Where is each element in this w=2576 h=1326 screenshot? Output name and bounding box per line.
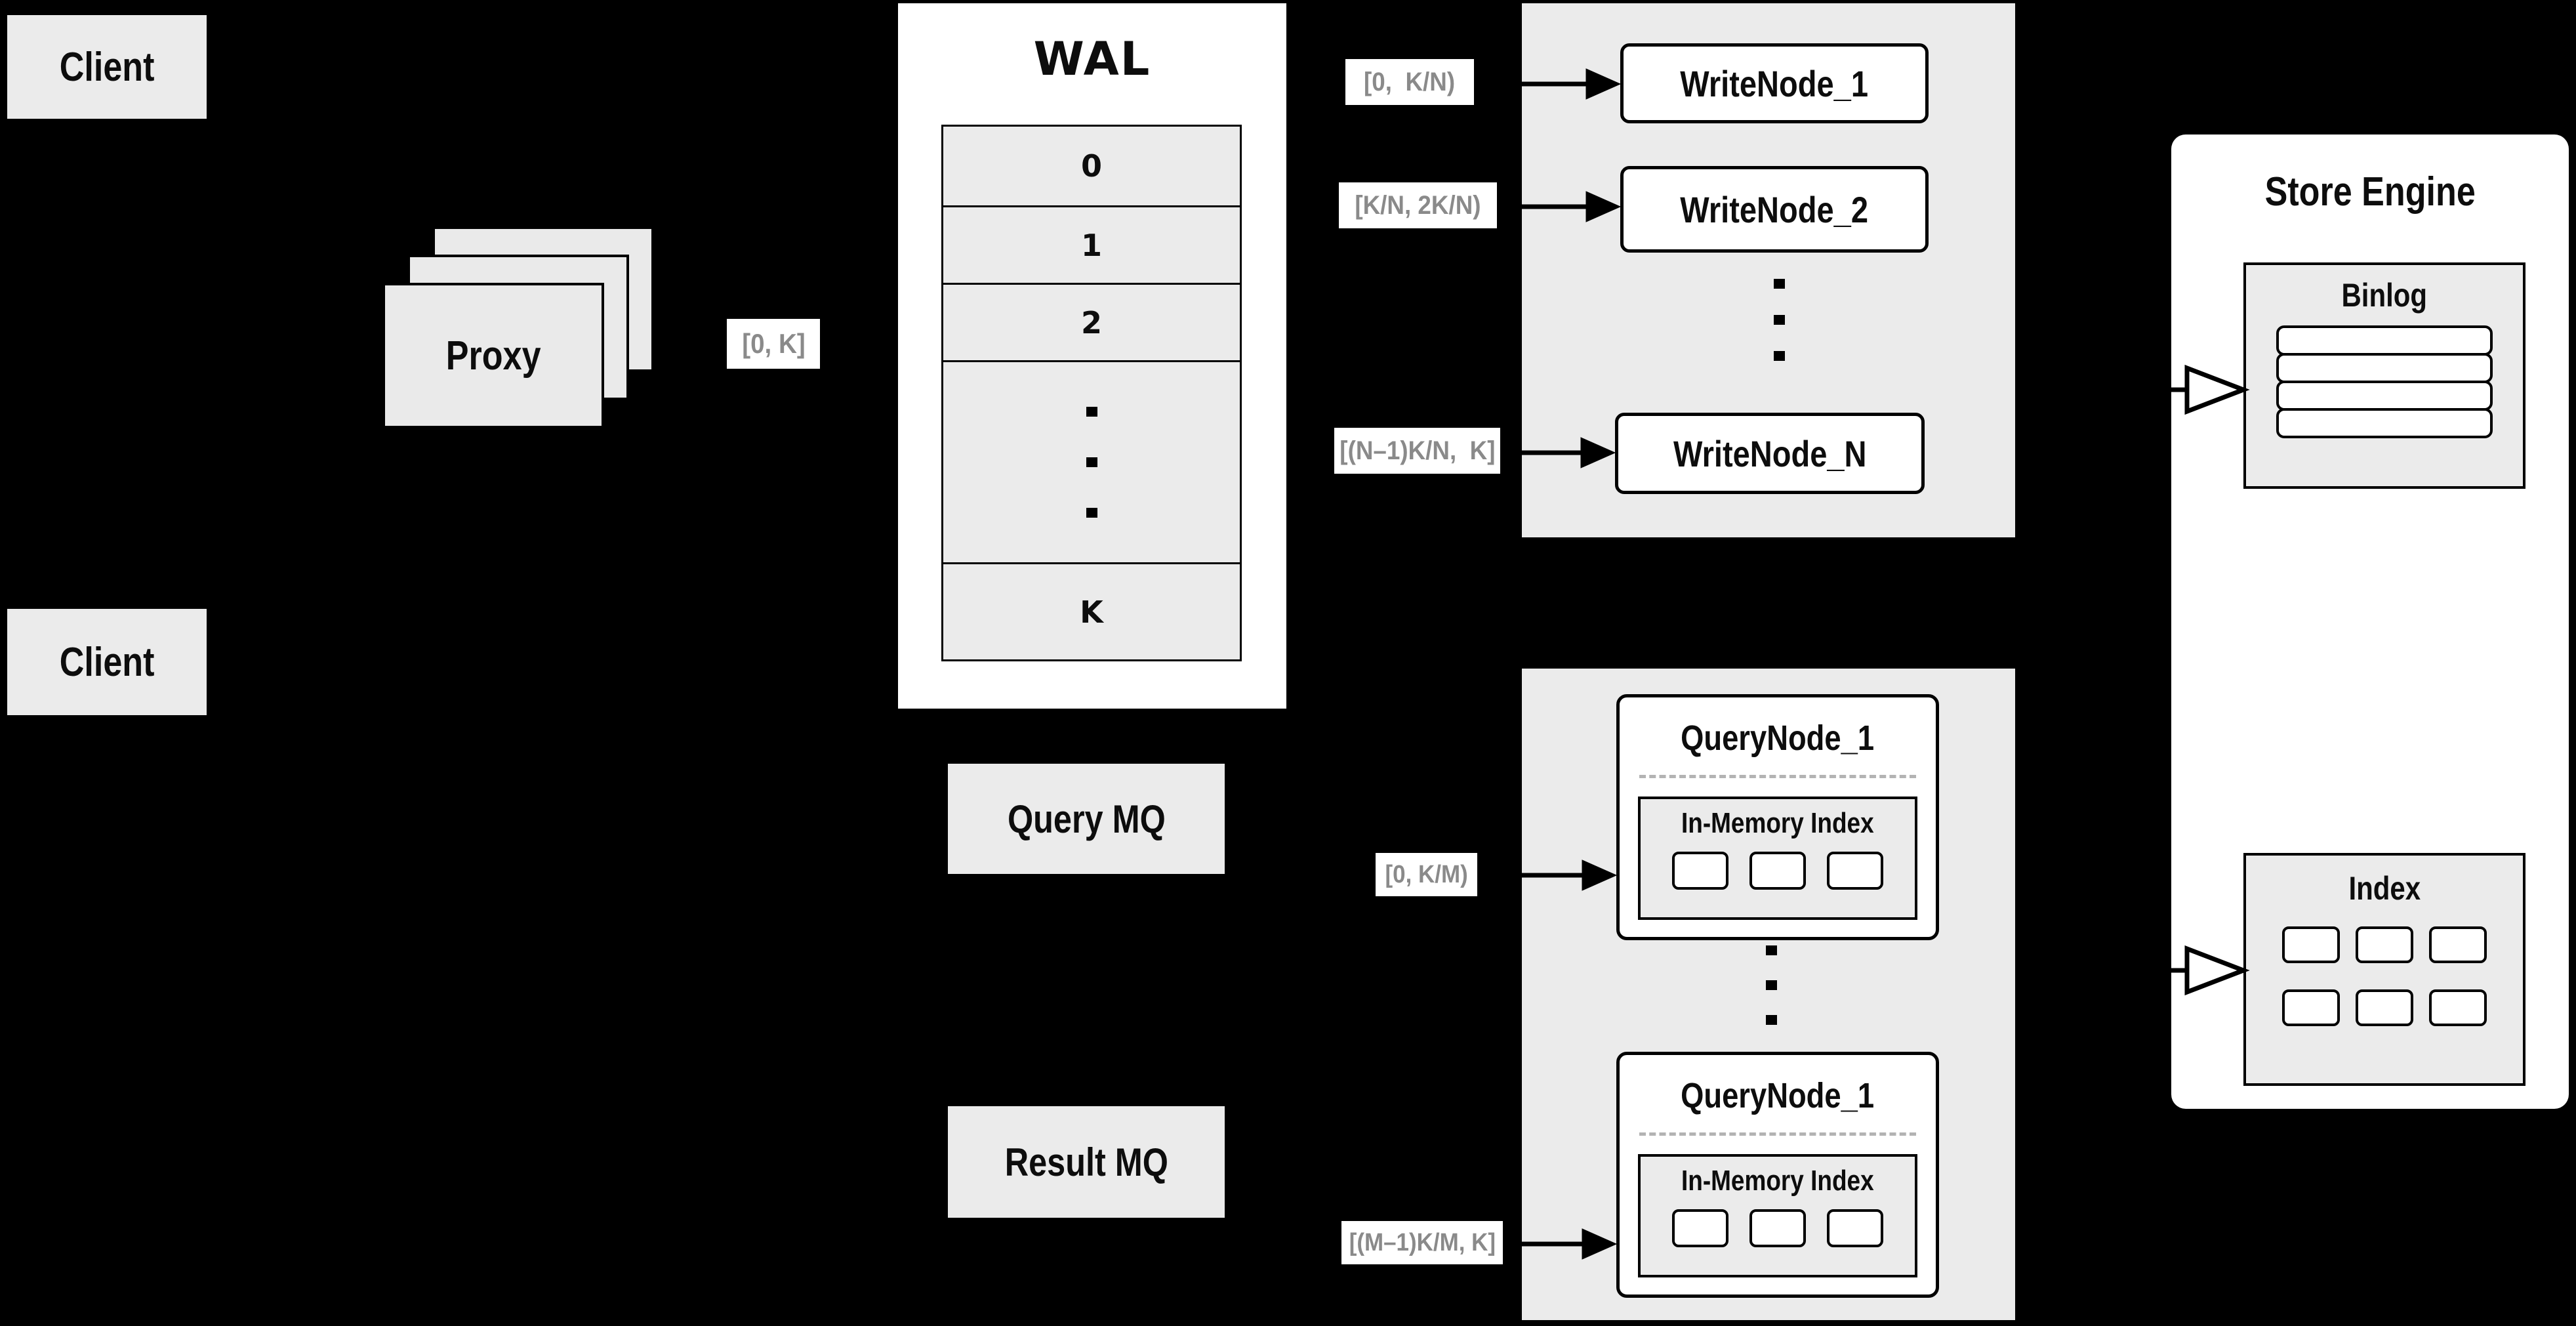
write-node-n: WriteNode_N [1615,413,1925,494]
index-cell [2282,926,2340,963]
store-engine-title: Store Engine [2264,169,2476,215]
wal-row-2: 2 [941,283,1242,360]
dashed-divider [1639,775,1916,778]
wal-title: WAL [1033,32,1151,86]
query-node-bottom-title: QueryNode_1 [1681,1076,1875,1115]
range-label-query-m: [(M–1)K/M, K] [1341,1221,1503,1264]
in-memory-index-bottom: In-Memory Index [1638,1154,1917,1277]
index-cell [1749,1209,1806,1247]
index-cells [1672,852,1883,890]
wal-row-ellipsis [941,360,1242,562]
client-bottom-label: Client [59,639,155,685]
index-cell [2356,989,2413,1026]
binlog-title: Binlog [2341,277,2428,314]
query-node-top-title: QueryNode_1 [1681,718,1875,758]
index-cell [1827,1209,1883,1247]
dashed-divider [1639,1132,1916,1136]
index-grid [2246,926,2523,1026]
store-engine-panel: Store Engine Binlog Index [2171,135,2569,1109]
range-label-write-2: [K/N, 2K/N) [1339,182,1497,228]
in-memory-index-top: In-Memory Index [1638,797,1917,920]
query-node-top: QueryNode_1 In-Memory Index [1616,694,1939,940]
binlog-row [2276,381,2493,411]
wal-title-wrap: WAL [898,3,1286,115]
client-box-top: Client [5,13,209,121]
wal-row-0: 0 [941,125,1242,205]
result-mq-box: Result MQ [946,1104,1227,1220]
index-cell [1672,852,1728,890]
proxy-card-front: Proxy [382,283,604,428]
range-label-query-1: [0, K/M) [1376,853,1477,896]
query-nodes-ellipsis-icon [1766,945,1777,1025]
wal-panel: WAL 0 1 2 K [898,3,1286,709]
range-label-write-n: [(N–1)K/N, K] [1334,428,1500,474]
wal-row-k: K [941,562,1242,661]
index-cell [1749,852,1806,890]
index-cell [2356,926,2413,963]
client-top-label: Client [59,44,155,90]
index-cell [1827,852,1883,890]
range-label-proxy-out: [0, K] [727,319,820,369]
binlog-box: Binlog [2243,262,2525,489]
proxy-label: Proxy [445,333,541,379]
binlog-row [2276,325,2493,356]
write-nodes-ellipsis-icon [1774,279,1785,361]
vertical-ellipsis-icon [1086,407,1097,518]
wal-row-1: 1 [941,205,1242,283]
index-box: Index [2243,853,2525,1086]
range-label-write-1: [0, K/N) [1345,59,1474,105]
binlog-row [2276,408,2493,438]
index-cell [2282,989,2340,1026]
wal-table: 0 1 2 K [941,125,1242,661]
index-cell [1672,1209,1728,1247]
index-title: Index [2348,870,2421,907]
query-mq-label: Query MQ [1007,797,1166,841]
write-node-1: WriteNode_1 [1620,43,1929,123]
index-cells [1672,1209,1883,1247]
binlog-rows [2246,325,2523,438]
index-cell [2429,989,2487,1026]
query-node-bottom: QueryNode_1 In-Memory Index [1616,1052,1939,1298]
result-mq-label: Result MQ [1004,1140,1168,1184]
index-cell [2429,926,2487,963]
binlog-row [2276,353,2493,383]
write-node-2: WriteNode_2 [1620,166,1929,253]
query-mq-box: Query MQ [946,762,1227,876]
client-box-bottom: Client [5,607,209,717]
